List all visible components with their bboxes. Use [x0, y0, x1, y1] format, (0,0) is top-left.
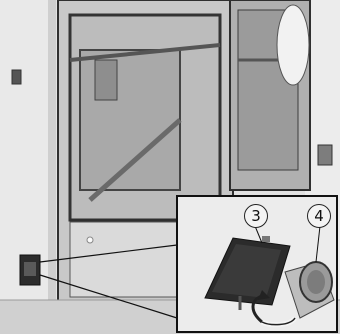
callout-4: 4 — [307, 204, 331, 228]
callout-3: 3 — [244, 204, 268, 228]
